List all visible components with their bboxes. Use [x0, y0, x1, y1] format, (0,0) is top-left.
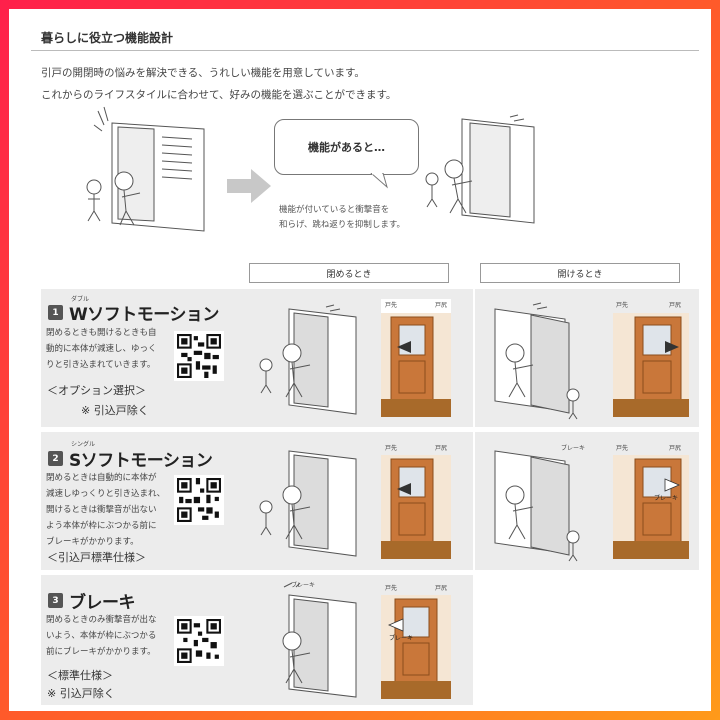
qr-code-icon — [177, 478, 221, 522]
feature-1-number-badge: 1 — [48, 305, 63, 320]
feature-2-opening-door-diagram — [613, 455, 689, 559]
feature-1-option: ＜オプション選択＞ — [47, 384, 146, 397]
feature-1-description: 閉めるときも開けるときも自 動的に本体が減速し、ゆっく りと引き込まれていきます… — [46, 325, 157, 373]
feature-1-closing-door-diagram — [381, 299, 451, 417]
door-label-tojiri: 戸尻 — [435, 585, 448, 592]
arrow-right-icon — [227, 169, 271, 203]
speech-bubble: 機能があると… — [274, 119, 419, 175]
feature-2-opening-illustration — [494, 450, 580, 562]
door-label-tojiri: 戸尻 — [669, 445, 682, 452]
feature-3-desc-line: 前にブレーキがかかります。 — [46, 647, 156, 657]
feature-1-closing-illustration — [259, 304, 357, 415]
feature-1-note: ※ 引込戸除く — [81, 404, 149, 417]
feature-2-ruby: シングル — [71, 441, 96, 448]
feature-1-ruby: ダブル — [71, 296, 90, 303]
page-title: 暮らしに役立つ機能設計 — [41, 31, 174, 45]
feature-1-desc-line: りと引き込まれていきます。 — [46, 360, 156, 370]
feature-2-description: 閉めるときは自動的に本体が 減速しゆっくりと引き込まれ、 開けるときは衝撃音が出… — [46, 470, 165, 550]
brake-label: ブレーキ — [561, 445, 586, 452]
column-label-opening: 開けるとき — [480, 263, 680, 283]
feature-2-closing-illustration — [259, 450, 357, 557]
brake-label: ブレーキ — [654, 495, 679, 502]
feature-2-desc-line: ブレーキがかかります。 — [46, 537, 139, 547]
door-label-tojiri: 戸尻 — [435, 445, 448, 452]
feature-3-qr-code[interactable] — [174, 616, 224, 666]
feature-2-option: ＜引込戸標準仕様＞ — [47, 551, 146, 564]
feature-3-desc-line: 閉めるときのみ衝撃音が出な — [46, 615, 157, 625]
feature-2-title: Sソフトモーション — [69, 451, 213, 471]
feature-1-title: Wソフトモーション — [69, 305, 219, 325]
bubble-caption: 機能が付いていると衝撃音を 和らげ、跳ね返りを抑制します。 — [279, 203, 405, 233]
bubble-caption-line-2: 和らげ、跳ね返りを抑制します。 — [279, 220, 406, 230]
door-label-tosaki: 戸先 — [616, 302, 629, 309]
feature-1-desc-line: 閉めるときも開けるときも自 — [46, 328, 157, 338]
intro-text: 引戸の開閉時の悩みを解決できる、うれしい機能を用意しています。 これからのライフ… — [41, 62, 396, 106]
door-label-tosaki: 戸先 — [385, 445, 398, 452]
feature-3-closing-illustration — [282, 582, 357, 698]
intro-illustration-solution — [425, 114, 535, 224]
intro-illustration-problem — [86, 106, 205, 232]
feature-3-option: ＜標準仕様＞ — [47, 669, 113, 682]
qr-code-icon — [177, 334, 221, 378]
door-label-tosaki: 戸先 — [385, 302, 398, 309]
door-label-tosaki: 戸先 — [385, 585, 398, 592]
speech-bubble-text: 機能があると… — [308, 141, 385, 154]
feature-3-title: ブレーキ — [69, 593, 136, 613]
feature-2-desc-line: 閉めるときは自動的に本体が — [46, 473, 157, 483]
qr-code-icon — [177, 619, 221, 663]
feature-1-desc-line: 動的に本体が減速し、ゆっく — [46, 344, 157, 354]
page: 暮らしに役立つ機能設計 引戸の開閉時の悩みを解決できる、うれしい機能を用意してい… — [9, 9, 711, 711]
intro-line-2: これからのライフスタイルに合わせて、好みの機能を選ぶことができます。 — [41, 89, 397, 101]
feature-2-desc-line: 開けるときは衝撃音が出ない — [46, 505, 157, 515]
feature-3-description: 閉めるときのみ衝撃音が出な いよう、本体が枠にぶつかる 前にブレーキがかかります… — [46, 612, 157, 660]
feature-3-note: ※ 引込戸除く — [47, 687, 115, 700]
feature-2-qr-code[interactable] — [174, 475, 224, 525]
column-label-closing: 閉めるとき — [249, 263, 449, 283]
feature-1-opening-illustration — [494, 302, 580, 420]
door-label-tosaki: 戸先 — [616, 445, 629, 452]
brake-label: ブレーキ — [291, 582, 316, 589]
door-label-tojiri: 戸尻 — [435, 302, 448, 309]
intro-line-1: 引戸の開閉時の悩みを解決できる、うれしい機能を用意しています。 — [41, 67, 365, 79]
feature-2-desc-line: よう本体が枠にぶつかる前に — [46, 521, 157, 531]
feature-2-number-badge: 2 — [48, 451, 63, 466]
feature-3-closing-door-diagram — [381, 595, 451, 699]
feature-3-desc-line: いよう、本体が枠にぶつかる — [46, 631, 157, 641]
header-divider — [31, 50, 699, 51]
bubble-caption-line-1: 機能が付いていると衝撃音を — [279, 205, 390, 215]
feature-1-qr-code[interactable] — [174, 331, 224, 381]
feature-2-closing-door-diagram — [381, 455, 451, 559]
door-label-tojiri: 戸尻 — [669, 302, 682, 309]
feature-3-number-badge: 3 — [48, 593, 63, 608]
feature-2-desc-line: 減速しゆっくりと引き込まれ、 — [46, 489, 166, 499]
feature-1-opening-door-diagram — [613, 313, 689, 417]
brake-label: ブレーキ — [389, 635, 414, 642]
speech-bubble-tail-icon — [370, 173, 388, 189]
